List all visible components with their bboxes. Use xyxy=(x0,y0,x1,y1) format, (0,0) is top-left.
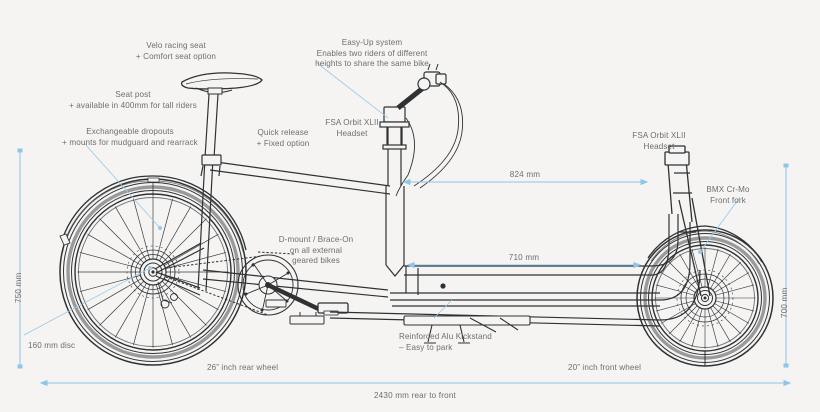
kickstand xyxy=(403,315,531,344)
annotation-disc-brake-size: 160 mm disc xyxy=(28,341,76,350)
saddle xyxy=(180,72,263,95)
dimension-line-710 xyxy=(406,261,642,269)
dimension-line-2430 xyxy=(39,379,792,387)
dimension-label-824: 824 mm xyxy=(509,170,541,179)
dimension-label-700: 700 mm xyxy=(780,287,789,318)
dimension-line-750 xyxy=(17,148,23,369)
annotation-velo-racing-seat: Velo racing seat+ Comfort seat option xyxy=(135,41,217,61)
dimension-label-750: 750 mm xyxy=(14,272,23,303)
annotation-reinforced-alu-kickstand: Reinforced Alu Kickstand– Easy to park xyxy=(399,332,492,352)
rear-wheel xyxy=(59,178,247,366)
easy-up-steerer xyxy=(379,63,447,277)
annotation-front-wheel-size: 20” inch front wheel xyxy=(568,363,642,372)
bmx-front-fork xyxy=(678,197,711,297)
dimension-label-2430: 2430 mm rear to front xyxy=(373,391,457,400)
dimension-line-824 xyxy=(402,178,649,186)
front-head-tube xyxy=(664,145,693,223)
leader-lines xyxy=(23,62,741,336)
annotation-seat-post: Seat post+ available in 400mm for tall r… xyxy=(69,90,197,110)
dimension-line-700 xyxy=(783,163,789,368)
dimension-label-710: 710 mm xyxy=(508,253,540,262)
front-wheel xyxy=(636,229,774,367)
annotation-quick-release: Quick release+ Fixed option xyxy=(256,128,310,148)
annotation-rear-wheel-size: 26” inch rear wheel xyxy=(207,363,279,372)
annotation-exchangeable-dropouts: Exchangeable dropouts+ mounts for mudgua… xyxy=(62,127,198,147)
